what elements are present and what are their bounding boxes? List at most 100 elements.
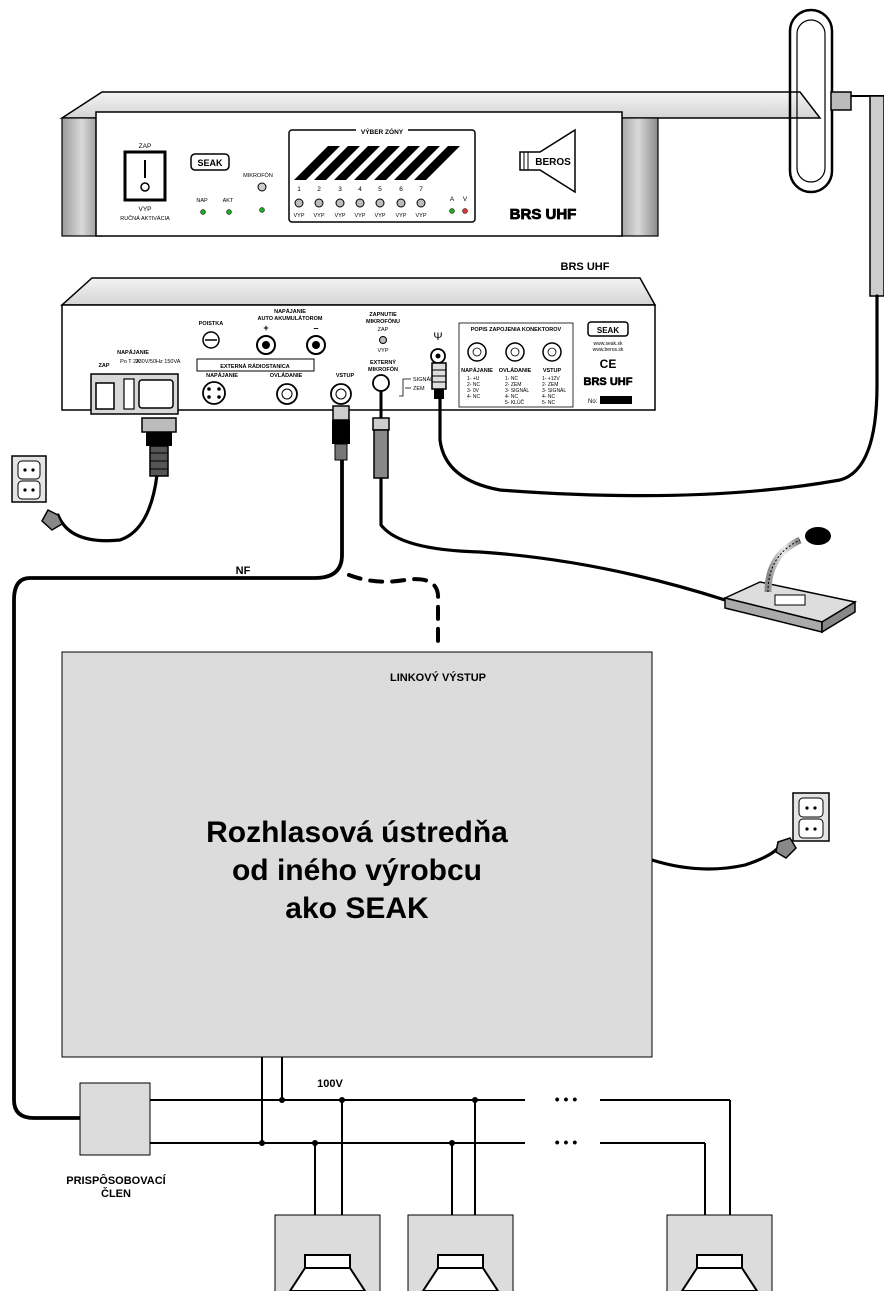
zone-5-number: 5 — [378, 186, 382, 193]
speaker-2-icon — [407, 1214, 514, 1291]
zone-selector-title: VÝBER ZÓNY — [361, 127, 404, 136]
desk-microphone-icon — [722, 527, 858, 634]
pinout-power-title: NAPÁJANIE — [461, 367, 493, 374]
pinout-power-2: 2- NC — [467, 382, 480, 388]
external-mic-line2: MIKROFÓN — [368, 365, 398, 373]
adapter-label-line1: PRISPÔSOBOVACÍ — [66, 1174, 166, 1187]
external-mic-signal-label: SIGNÁL — [413, 376, 433, 383]
web-seak: www.seak.sk — [594, 341, 623, 347]
iec-socket[interactable] — [138, 379, 174, 409]
rear-power-switch-label: ZAP — [99, 363, 110, 369]
serial-number-field — [600, 396, 632, 404]
main-box-title-line2: od iného výrobcu — [232, 854, 482, 887]
zone-7-number: 7 — [419, 186, 423, 193]
wall-socket-right-icon — [775, 792, 830, 859]
led-v-label: V — [463, 196, 468, 203]
pinout-control-4: 4- NC — [505, 394, 518, 400]
line-out-label: LINKOVÝ VÝSTUP — [390, 671, 486, 684]
led-a-label: A — [450, 196, 455, 203]
zone-switches: 1 2 3 4 5 6 7 VYP VYP VYP VYP VYP VYP VY… — [293, 186, 426, 219]
zone-3-switch[interactable] — [335, 198, 345, 208]
front-model-name: BRS UHF — [510, 206, 577, 223]
pinout-input-2: 2- ZEM — [542, 382, 558, 388]
wall-socket-left-icon — [11, 455, 63, 531]
din-plug-icon — [332, 405, 350, 461]
right-rack-ear — [617, 117, 659, 237]
pinout-control-title: OVLÁDANIE — [499, 367, 532, 374]
external-mic-jack[interactable] — [372, 374, 390, 392]
antenna-icon — [788, 8, 884, 297]
active-led — [226, 209, 232, 215]
external-radio-title: EXTERNÁ RÁDIOSTANICA — [220, 363, 290, 370]
zone-5-switch[interactable] — [375, 198, 385, 208]
zone-7-switch[interactable] — [416, 198, 426, 208]
zone-4-number: 4 — [358, 186, 362, 193]
mic-enable-on-label: ZAP — [378, 327, 389, 333]
beros-logo-text: BEROS — [535, 157, 571, 168]
mains-plug-icon — [141, 417, 177, 477]
zone-6-off-label: VYP — [395, 213, 406, 219]
main-box-title-line1: Rozhlasová ústredňa — [206, 816, 508, 849]
rear-model-caption: BRS UHF — [561, 261, 610, 273]
external-radio-power-connector[interactable] — [202, 381, 226, 405]
zone-1-switch[interactable] — [294, 198, 304, 208]
fuse-rating-label: Po T 2A — [120, 359, 140, 365]
rear-power-switch[interactable] — [95, 382, 115, 410]
rear-panel-unit: NAPÁJANIE ZAP Po T 2A 230V/50Hz 150VA PO… — [60, 277, 657, 415]
zone-2-switch[interactable] — [314, 198, 324, 208]
pinout-control-3: 3- SIGNÁL — [505, 387, 529, 394]
pinout-power-3: 3- 0V — [467, 388, 480, 394]
zone-4-switch[interactable] — [355, 198, 365, 208]
zone-5-off-label: VYP — [374, 213, 385, 219]
mic-enable-line2: MIKROFÓNU — [366, 317, 400, 325]
input-din-connector[interactable] — [330, 383, 352, 405]
antenna-plug-icon — [431, 362, 447, 399]
zone-3-number: 3 — [338, 186, 342, 193]
jack-plug-icon — [372, 390, 390, 479]
mic-enable-line1: ZAPNUTIE — [369, 312, 397, 318]
microphone-led — [259, 207, 265, 213]
zone-6-number: 6 — [399, 186, 403, 193]
third-party-pa-system-box — [61, 651, 653, 1058]
pinout-control-2: 2- ZEM — [505, 382, 521, 388]
speaker-lines — [150, 1057, 731, 1215]
battery-power-line2: AUTO AKUMULÁTOROM — [258, 315, 323, 322]
pinout-input-3: 3- SIGNÁL — [542, 387, 566, 394]
pinout-control-1: 1- NC — [505, 376, 518, 382]
connector-diagram-input — [542, 342, 562, 362]
front-panel-unit: ZAP VYP RUČNÁ AKTIVÁCIA SEAK MIKROFÓN NA… — [59, 91, 822, 237]
fuse-label: POISTKA — [199, 321, 223, 327]
pinout-power-1: 1- +U — [467, 376, 480, 382]
power-switch-on-label: ZAP — [139, 143, 152, 150]
seak-badge — [190, 153, 230, 171]
rear-seak-badge — [587, 321, 629, 337]
external-radio-control-connector[interactable] — [276, 383, 298, 405]
zone-7-off-label: VYP — [415, 213, 426, 219]
antenna-symbol-icon: Ψ — [433, 331, 442, 343]
power-led-label: NAP — [196, 198, 208, 204]
matching-transformer-box — [79, 1082, 151, 1156]
speaker-1-icon — [274, 1214, 381, 1291]
rear-model-name: BRS UHF — [584, 376, 633, 388]
connector-diagram-control — [505, 342, 525, 362]
mic-enable-off-label: VYP — [377, 348, 388, 354]
pinout-input-title: VSTUP — [543, 368, 562, 374]
pinout-input-4: 4- NC — [542, 394, 555, 400]
cables — [12, 294, 879, 1120]
zone-1-off-label: VYP — [293, 213, 304, 219]
manual-activation-label: RUČNÁ AKTIVÁCIA — [120, 215, 170, 222]
connector-info-box — [458, 322, 574, 408]
mic-enable-switch[interactable] — [379, 336, 387, 344]
led-v — [462, 208, 468, 214]
external-radio-control-label: OVLÁDANIE — [270, 372, 303, 379]
zone-6-switch[interactable] — [396, 198, 406, 208]
beros-logo-icon: BEROS — [519, 128, 576, 194]
zone-1-number: 1 — [297, 186, 301, 193]
ce-mark: CE — [600, 357, 617, 371]
main-box-title-line3: ako SEAK — [285, 892, 429, 925]
voltage-label: 100V — [317, 1078, 343, 1090]
led-a — [449, 208, 455, 214]
ellipsis-top: • • • — [555, 1091, 578, 1107]
zone-4-off-label: VYP — [354, 213, 365, 219]
